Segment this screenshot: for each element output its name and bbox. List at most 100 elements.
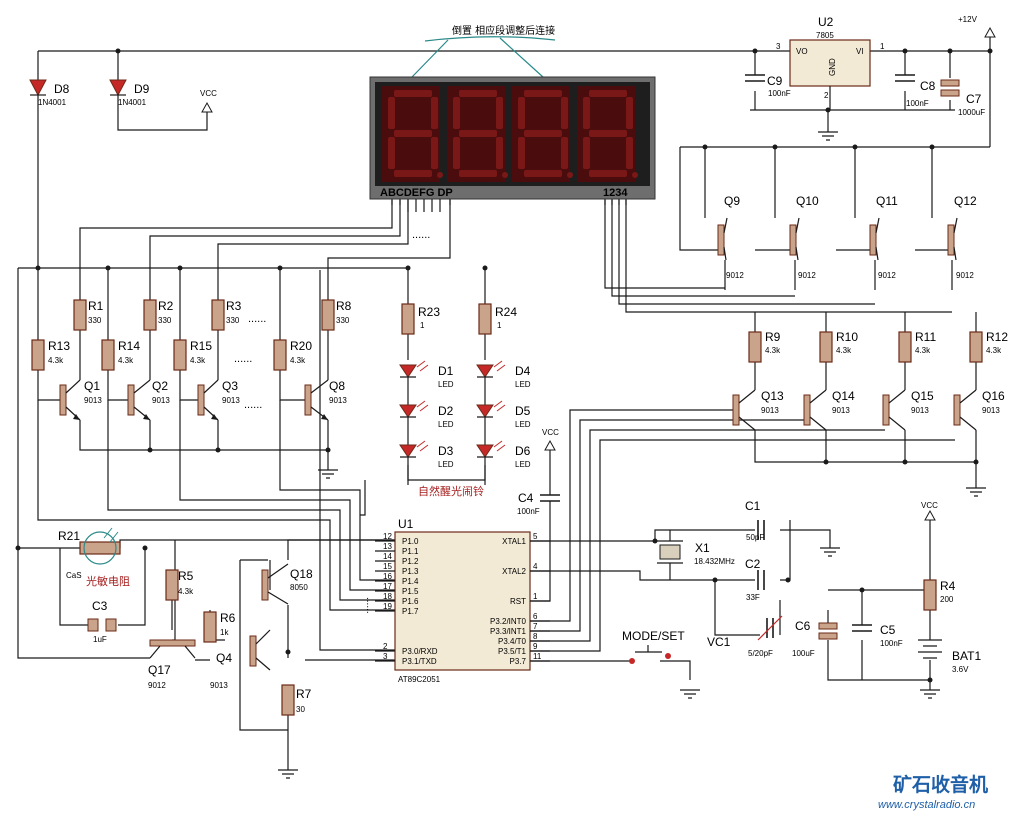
svg-text:30: 30 xyxy=(296,705,305,714)
dig-res-val: 4.3k xyxy=(836,346,852,355)
led-res-val: 1 xyxy=(497,321,502,330)
mcu-pin-name: P1.5 xyxy=(402,587,419,596)
led-part: LED xyxy=(438,380,454,389)
base-res-val: 4.3k xyxy=(190,356,206,365)
mcu-pin-name: XTAL1 xyxy=(502,537,526,546)
seven-segment-display: ABCDEFG DP 1234 ...... xyxy=(369,76,656,241)
base-res-ref: R13 xyxy=(48,339,70,353)
seg-q-ref: Q2 xyxy=(152,379,168,393)
seg-res-val: 330 xyxy=(336,316,350,325)
mcu-pin-num: 8 xyxy=(533,632,538,641)
svg-text:33F: 33F xyxy=(746,593,760,602)
svg-text:1: 1 xyxy=(880,42,885,51)
watermark: 矿石收音机 www.crystalradio.cn xyxy=(878,773,988,811)
mcu-pin-num: 9 xyxy=(533,642,538,651)
svg-text:光敏电阻: 光敏电阻 xyxy=(86,574,130,588)
ground-dig xyxy=(966,487,986,497)
cap-c4: C4 100nF xyxy=(517,491,560,516)
svg-text:D9: D9 xyxy=(134,82,150,96)
mcu-pin-name: P1.1 xyxy=(402,547,419,556)
vcc-label-1: VCC xyxy=(200,89,217,98)
mcu-pin-num: 18 xyxy=(383,592,392,601)
res-r7: R7 30 xyxy=(281,684,312,716)
mcu-pin-num: 15 xyxy=(383,562,392,571)
dig-npn-ref: Q13 xyxy=(761,389,784,403)
mcu-pin-num: 19 xyxy=(383,602,392,611)
button-mode-set[interactable]: MODE/SET xyxy=(622,629,685,664)
dig-pnp-part: 9012 xyxy=(878,271,896,280)
dig-npn-ref: Q14 xyxy=(832,389,855,403)
mcu-pin-num: 5 xyxy=(533,532,538,541)
svg-text:C5: C5 xyxy=(880,623,896,637)
mcu-pin-name: RST xyxy=(510,597,526,606)
seg-res-ref: R3 xyxy=(226,299,242,313)
svg-text:D8: D8 xyxy=(54,82,70,96)
cap-c7: C7 1000uF xyxy=(940,79,985,117)
led-res-ref: R23 xyxy=(418,305,440,319)
led-ref: D2 xyxy=(438,404,454,418)
svg-text:Q18: Q18 xyxy=(290,567,313,581)
led-ref: D5 xyxy=(515,404,531,418)
mcu-pin-num: 16 xyxy=(383,572,392,581)
dig-pnp-part: 9012 xyxy=(726,271,744,280)
svg-text:R4: R4 xyxy=(940,579,956,593)
mcu-pin-num: 17 xyxy=(383,582,392,591)
vcc-label-2: VCC xyxy=(542,428,559,437)
svg-text:......: ...... xyxy=(234,353,252,365)
led-ref: D3 xyxy=(438,444,454,458)
mcu-pin-name: XTAL2 xyxy=(502,567,526,576)
vcc-arrow-d9: VCC xyxy=(200,89,217,113)
mcu-pin-name: P3.4/T0 xyxy=(498,637,527,646)
led-part: LED xyxy=(438,460,454,469)
mcu-pin-num: 3 xyxy=(383,652,388,661)
dig-npn-part: 9013 xyxy=(982,406,1000,415)
junctions xyxy=(15,48,993,683)
svg-text:200: 200 xyxy=(940,595,954,604)
svg-text:R5: R5 xyxy=(178,569,194,583)
svg-text:C8: C8 xyxy=(920,79,936,93)
mcu-pin-name: P1.0 xyxy=(402,537,419,546)
dig-pnp-part: 9012 xyxy=(798,271,816,280)
cap-c3: C3 1uF xyxy=(87,599,117,644)
wires xyxy=(17,37,991,770)
res-r6: R6 1k xyxy=(203,611,236,643)
svg-text:2: 2 xyxy=(824,91,829,100)
display-dots: ...... xyxy=(412,229,430,241)
svg-text:1N4001: 1N4001 xyxy=(118,98,147,107)
base-res-val: 4.3k xyxy=(118,356,134,365)
svg-text:C2: C2 xyxy=(745,557,761,571)
led-res-ref: R24 xyxy=(495,305,517,319)
dig-npn-part: 9013 xyxy=(832,406,850,415)
dig-pnp-ref: Q12 xyxy=(954,194,977,208)
svg-text:VC1: VC1 xyxy=(707,635,731,649)
svg-text:9013: 9013 xyxy=(210,681,228,690)
dig-res-ref: R10 xyxy=(836,330,858,344)
svg-text:1k: 1k xyxy=(220,628,229,637)
svg-text:1N4001: 1N4001 xyxy=(38,98,67,107)
seg-res-ref: R1 xyxy=(88,299,104,313)
mcu-pin-name: P1.2 xyxy=(402,557,419,566)
mcu-pin-name: P3.2/INT0 xyxy=(490,617,527,626)
seg-res-val: 330 xyxy=(88,316,102,325)
power-vcc-12v: +12V xyxy=(958,15,996,38)
led-part: LED xyxy=(515,460,531,469)
led-part: LED xyxy=(515,420,531,429)
res-r4: R4 200 xyxy=(923,579,956,611)
cap-c9: C9 100nF xyxy=(745,74,791,98)
seg-q-ref: Q3 xyxy=(222,379,238,393)
cap-c8: C8 100nF xyxy=(895,74,936,108)
svg-text:100nF: 100nF xyxy=(768,89,791,98)
transistor-q17: Q17 9012 xyxy=(148,639,196,690)
ground-button xyxy=(680,689,700,699)
ldr-r21: R21 CaS 光敏电阻 xyxy=(58,527,130,588)
vcc-arrow-bat: VCC xyxy=(921,501,938,521)
svg-text:C7: C7 xyxy=(966,92,982,106)
seg-q-part: 9013 xyxy=(222,396,240,405)
mcu-pin-name: P3.0/RXD xyxy=(402,647,438,656)
led-res-val: 1 xyxy=(420,321,425,330)
